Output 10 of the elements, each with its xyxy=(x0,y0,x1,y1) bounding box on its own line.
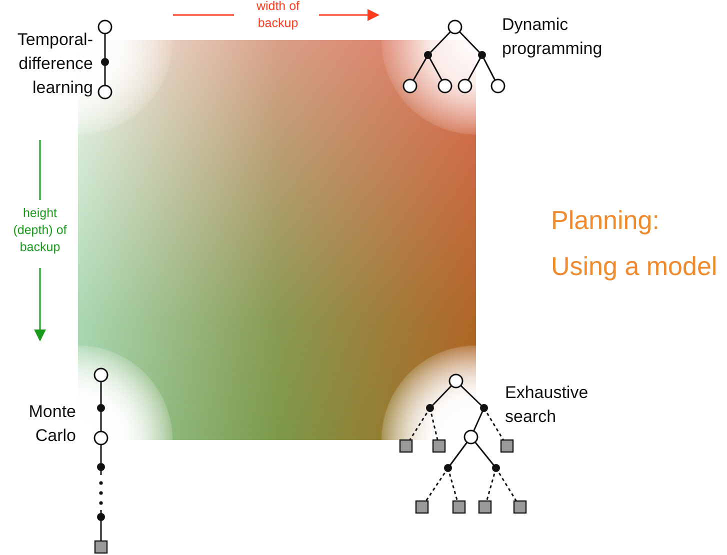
axis-label: width of backup xyxy=(255,0,301,32)
axis-label: height (depth) of backup xyxy=(12,205,68,256)
planning-label: Using a model xyxy=(551,251,718,282)
td-backup-drawing xyxy=(96,18,114,101)
backup-label: Dynamic programming xyxy=(502,14,604,60)
mc-backup-drawing xyxy=(92,366,110,554)
backup-label: Monte Carlo xyxy=(28,401,76,447)
backup-label: Temporal-difference learning xyxy=(16,29,93,99)
planning-label: Planning: xyxy=(551,205,660,236)
backup-label: Exhaustive search xyxy=(505,382,590,428)
